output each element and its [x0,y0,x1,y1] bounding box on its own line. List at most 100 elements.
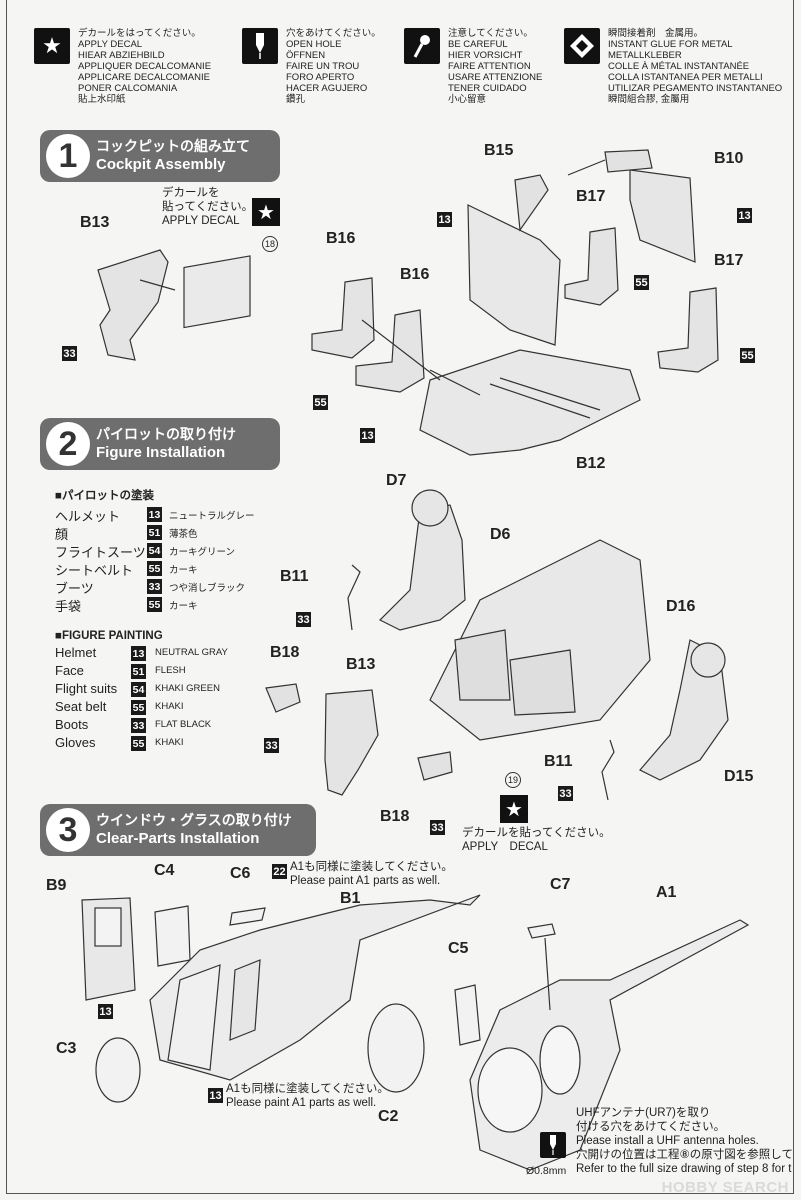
legend-text: HIEAR ABZIEHBILD [78,50,165,61]
paint-part-label: シートベルト [55,563,134,578]
legend-text: FAIRE ATTENTION [448,61,531,72]
paint-code-badge: 55 [131,736,146,751]
paint-code-badge: 33 [264,738,279,753]
paint-part-label: ブーツ [55,581,94,596]
step-3-header: 3 ウインドウ・グラスの取り付け Clear-Parts Installatio… [40,804,316,856]
step-title-en: Cockpit Assembly [96,156,226,173]
legend-text: TENER CUIDADO [448,83,527,94]
step-title-en: Clear-Parts Installation [96,830,260,847]
drill-icon [242,28,278,64]
note-line: APPLY DECAL [162,215,240,227]
paint-code-badge: 33 [147,579,162,594]
note-line: 付ける穴をあけてください。 [576,1121,726,1133]
drill-icon [540,1132,566,1158]
part-label-b9: B9 [46,877,67,894]
note-line: APPLY DECAL [462,841,548,853]
paint-code-badge: 33 [558,786,573,801]
paint-color-name: カーキグリーン [169,547,236,558]
step3-paint-note-bottom: A1も同様に塗装してください。 Please paint A1 parts as… [226,1082,389,1110]
paint-part-label: ヘルメット [55,509,121,524]
legend-text: APPLICARE DECALCOMANIE [78,72,210,83]
note-line: デカールを貼ってください。 [462,827,611,839]
symbol-legend: ★ デカールをはってください。 APPLY DECAL HIEAR ABZIEH… [34,28,782,124]
step-number: 1 [46,134,90,178]
paint-code-badge: 13 [131,646,146,661]
paint-code-badge: 55 [313,395,328,410]
paint-part-label: Flight suits [55,681,118,696]
watermark: HOBBY SEARCH [661,1179,789,1196]
legend-text: BE CAREFUL [448,39,508,50]
note-line: デカールを [162,187,220,199]
paint-part-label: 手袋 [55,599,82,614]
step-number: 3 [46,808,90,852]
legend-text: INSTANT GLUE FOR METAL [608,39,733,50]
paint-part-label: Gloves [55,735,96,750]
paint-code-badge: 33 [131,718,146,733]
legend-text: APPLIQUER DECALCOMANIE [78,61,212,72]
legend-text: 鑽孔 [286,94,306,105]
paint-part-label: Face [55,663,84,678]
paint-code-badge: 54 [131,682,146,697]
note-line: Please install a UHF antenna holes. [576,1135,759,1147]
legend-text: OPEN HOLE [286,39,342,50]
paint-code-badge: 55 [147,597,162,612]
paint-code-badge: 55 [740,348,755,363]
legend-text: FORO APERTO [286,72,355,83]
paint-part-label: Seat belt [55,699,107,714]
part-label-b17: B17 [576,188,606,205]
paint-code-badge: 51 [131,664,146,679]
step2-decal-note: デカールを貼ってください。 APPLY DECAL [462,826,611,854]
part-label-b12: B12 [576,455,606,472]
paint-color-name: KHAKI GREEN [155,683,220,694]
paint-color-name: 薄茶色 [169,529,198,540]
paint-color-name: FLESH [155,665,186,676]
note-line: Please paint A1 parts as well. [290,875,441,887]
part-label-a1: A1 [656,884,677,901]
antenna-hole-note: UHFアンテナ(UR7)を取り 付ける穴をあけてください。 Please ins… [576,1106,793,1176]
step-1-header: 1 コックピットの組み立て Cockpit Assembly [40,130,280,182]
paint-code-badge: 13 [208,1088,223,1103]
paint-part-label: 顔 [55,527,69,542]
part-label-b11: B11 [544,753,573,770]
part-label-b15: B15 [484,142,514,159]
decal-number: 18 [262,236,278,252]
paint-row: 手袋 55 カーキ [55,596,198,614]
legend-text: COLLE À MÉTAL INSTANTANÉE [608,61,750,72]
note-line: 穴開けの位置は工程⑧の原寸図を参照して [576,1149,793,1161]
paint-color-name: カーキ [169,601,198,612]
paint-table-title: ■パイロットの塗装 [55,490,154,502]
legend-text: USARE ATTENZIONE [448,72,543,83]
decal-number: 19 [505,772,521,788]
part-label-b18: B18 [270,644,300,661]
legend-text: ÖFFNEN [286,50,326,61]
paint-code-badge: 22 [272,864,287,879]
step-title-jp: コックピットの組み立て [96,138,250,154]
part-label-b13: B13 [346,656,376,673]
paint-table-title: ■FIGURE PAINTING [55,630,163,642]
star-icon: ★ [34,28,70,64]
part-label-c4: C4 [154,862,175,879]
paint-code-badge: 33 [62,346,77,361]
part-label-c3: C3 [56,1040,77,1057]
legend-text: デカールをはってください。 [78,28,201,39]
step-number: 2 [46,422,90,466]
paint-code-badge: 55 [634,275,649,290]
note-line: A1も同様に塗装してください。 [226,1083,389,1095]
part-label-b11: B11 [280,568,309,585]
part-label-b10: B10 [714,150,744,167]
legend-text: COLLA ISTANTANEA PER METALLI [608,72,763,83]
legend-text: METALLKLEBER [608,50,682,61]
part-label-b17: B17 [714,252,744,269]
step1-decal-note: デカールを 貼ってください。 APPLY DECAL [162,186,253,228]
paint-color-name: ニュートラルグレー [169,511,255,522]
part-label-c7: C7 [550,876,571,893]
